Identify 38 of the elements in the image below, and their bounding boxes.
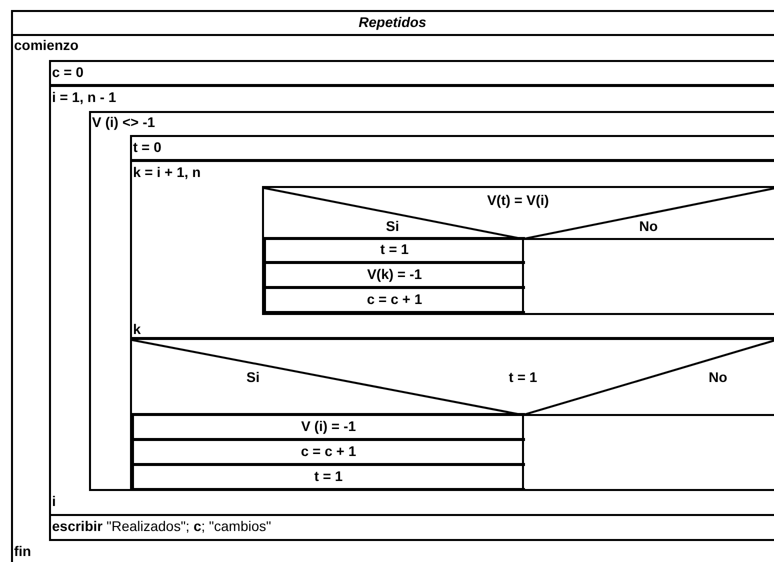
statement-box xyxy=(264,237,525,263)
statement-text: escribir "Realizados"; c; "cambios" xyxy=(52,518,272,534)
branch-label: No xyxy=(639,218,658,234)
loop-header: i = 1, n - 1 xyxy=(52,89,116,105)
loop-block xyxy=(89,111,774,491)
statement-text: t = 1 xyxy=(380,241,409,257)
statement-text: t = 1 xyxy=(314,468,343,484)
statement-text: V (i) = -1 xyxy=(301,418,356,434)
statement-text: t = 0 xyxy=(133,139,162,155)
branch-label: Si xyxy=(386,218,400,234)
end-keyword: fin xyxy=(14,543,32,559)
condition-text: Si xyxy=(246,369,260,385)
statement-box xyxy=(49,60,774,86)
loop-footer: k xyxy=(133,321,141,337)
condition-text: V(t) = V(i) xyxy=(487,192,549,208)
loop-header: V (i) <> -1 xyxy=(92,114,156,130)
statement-box xyxy=(132,464,525,490)
statement-box xyxy=(130,135,774,161)
branch-label: t = 1 xyxy=(508,369,538,385)
statement-text: V(k) = -1 xyxy=(367,266,422,282)
statement-text: c = c + 1 xyxy=(300,443,356,459)
loop-block xyxy=(49,85,774,516)
structogram-frame xyxy=(11,10,774,562)
statement-box xyxy=(49,514,774,541)
loop-header: k = i + 1, n xyxy=(133,164,201,180)
statement-box xyxy=(264,287,525,313)
branch-label: No xyxy=(708,369,728,385)
statement-box xyxy=(264,262,525,288)
statement-text: c = 0 xyxy=(52,64,84,80)
diagram-title: Repetidos xyxy=(358,14,426,30)
start-keyword: comienzo xyxy=(14,37,79,53)
condition-block xyxy=(262,186,774,315)
statement-box xyxy=(132,439,525,465)
statement-text: c = c + 1 xyxy=(366,291,422,307)
loop-block xyxy=(130,160,774,339)
condition-block xyxy=(130,338,774,491)
statement-box xyxy=(132,413,525,440)
loop-footer: i xyxy=(52,493,56,509)
